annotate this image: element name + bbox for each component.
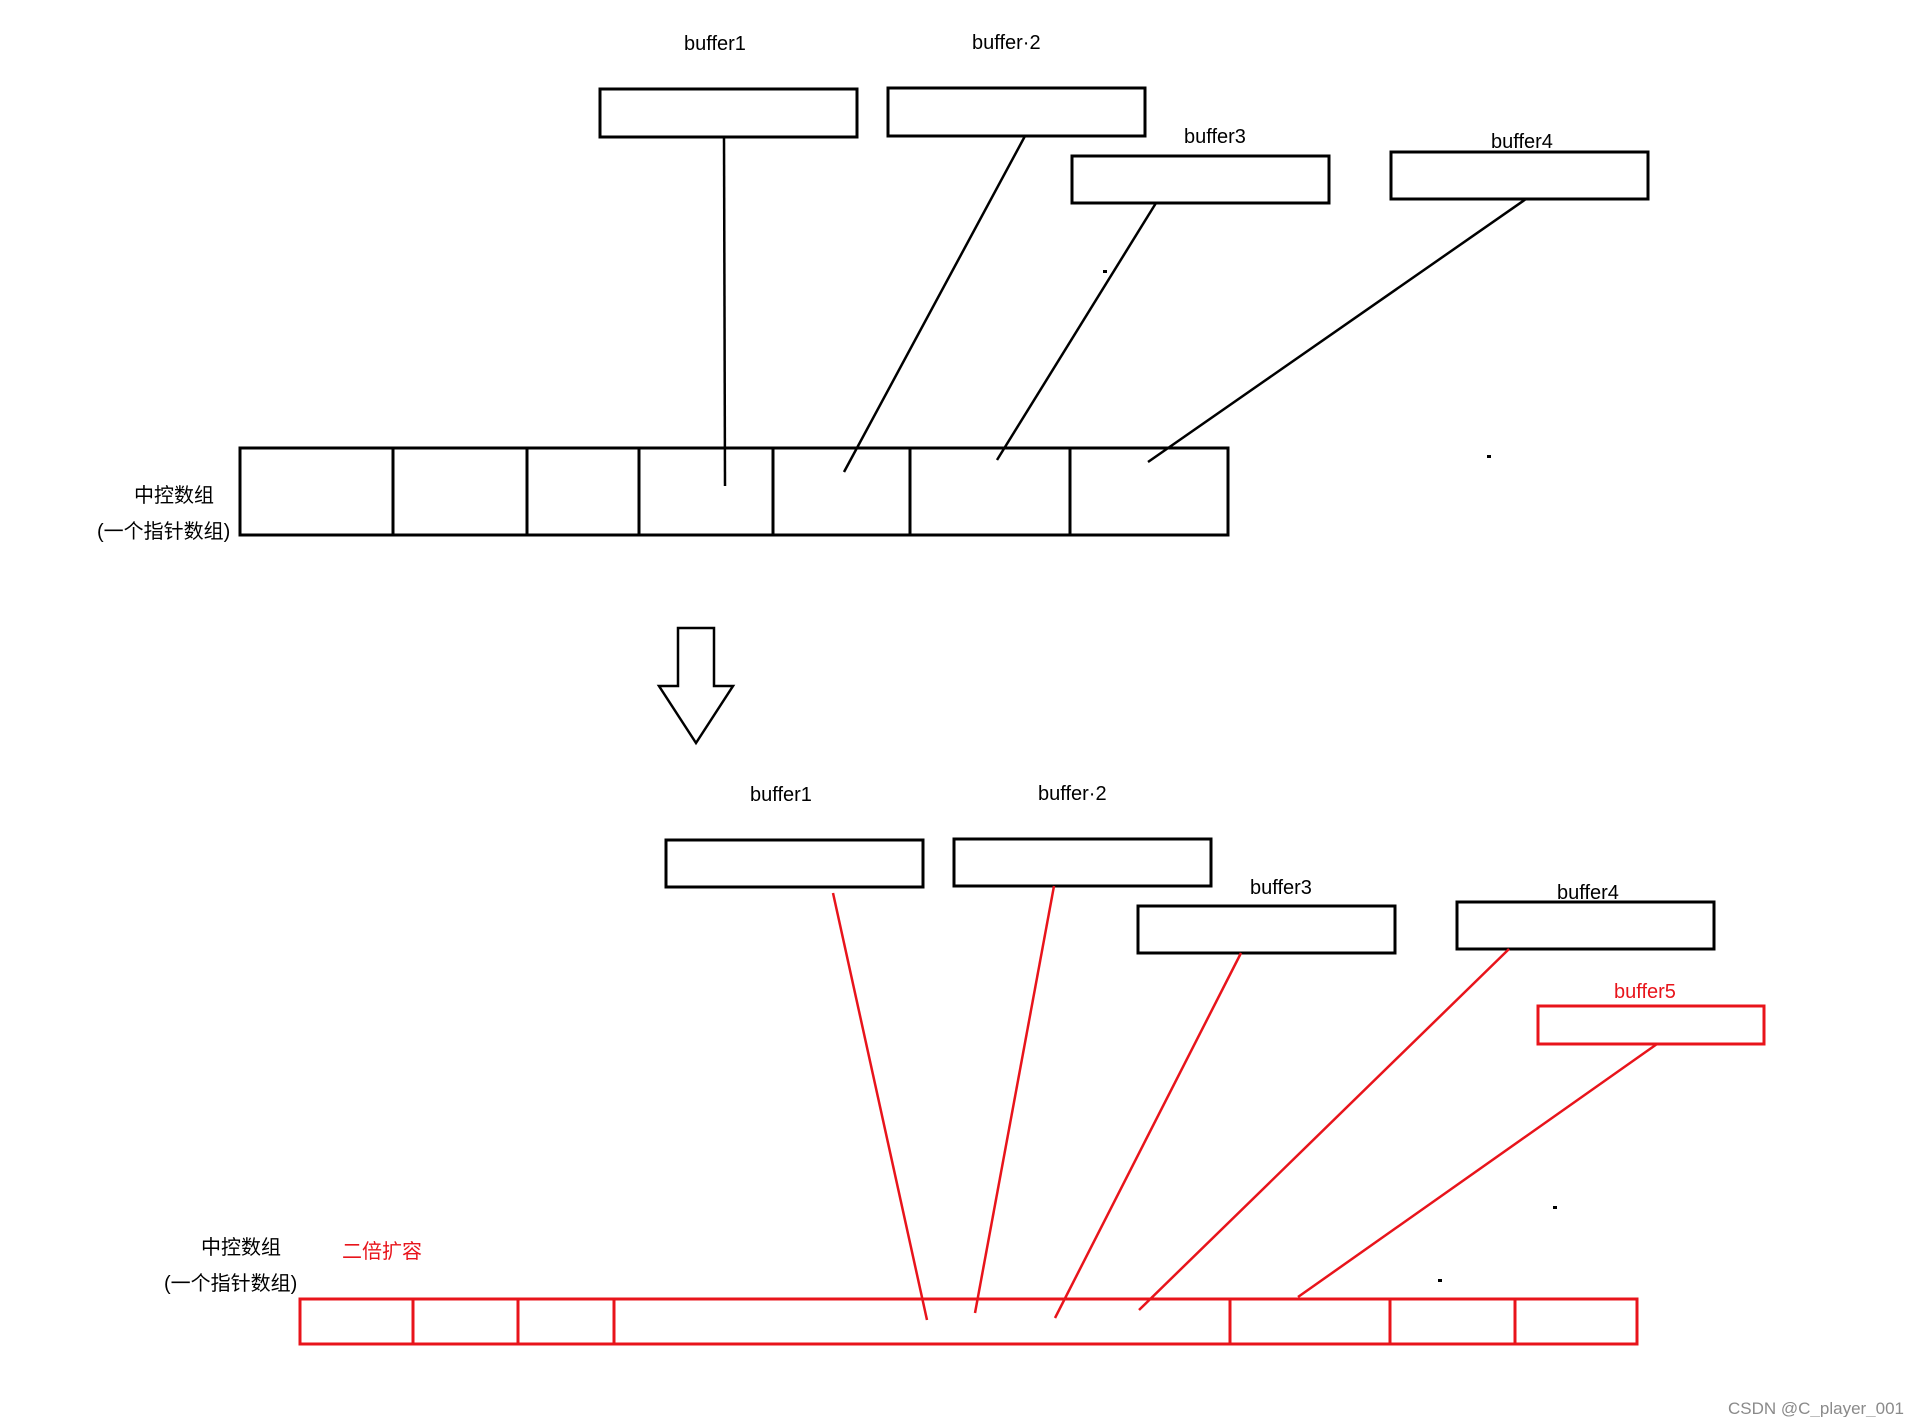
bottom-array-cell bbox=[1513, 1297, 1639, 1346]
bottom-buffer4-box bbox=[1455, 900, 1716, 951]
top-buffer1-label: buffer1 bbox=[684, 33, 746, 55]
top-array-label-line2: (一个指针数组) bbox=[97, 520, 230, 543]
bottom-array-cell bbox=[1228, 1297, 1392, 1346]
top-array-cell bbox=[771, 446, 912, 537]
bottom-buffer1-label: buffer1 bbox=[750, 784, 812, 806]
top-pointer-line-4 bbox=[1147, 197, 1527, 464]
bottom-array-cell bbox=[1388, 1297, 1517, 1346]
top-pointer-line-1 bbox=[722, 136, 727, 487]
bottom-array-cell bbox=[298, 1297, 415, 1346]
bottom-array-label-line2: (一个指针数组) bbox=[164, 1272, 297, 1295]
expand-note: 二倍扩容 bbox=[342, 1240, 422, 1263]
bottom-buffer3-label: buffer3 bbox=[1250, 877, 1312, 899]
bottom-buffer2-box bbox=[952, 837, 1213, 888]
top-buffer4-box bbox=[1389, 150, 1650, 201]
bottom-buffer5-box bbox=[1536, 1004, 1766, 1046]
top-array-cell bbox=[525, 446, 641, 537]
top-buffer3-label: buffer3 bbox=[1184, 126, 1246, 148]
bottom-buffer1-box bbox=[664, 838, 925, 889]
bottom-pointer-line-2 bbox=[973, 885, 1056, 1314]
top-buffer4-label: buffer4 bbox=[1491, 131, 1553, 153]
top-pointer-line-3 bbox=[995, 202, 1158, 461]
bottom-array-label-line1: 中控数组 bbox=[201, 1236, 281, 1259]
top-buffer2-box bbox=[886, 86, 1147, 138]
top-pointer-array bbox=[238, 446, 1230, 537]
bottom-pointer-line-4 bbox=[1138, 948, 1510, 1311]
bottom-array-cell bbox=[516, 1297, 616, 1346]
watermark: CSDN @C_player_001 bbox=[1728, 1399, 1904, 1417]
top-array-cell bbox=[637, 446, 775, 537]
bottom-stray-dot-2 bbox=[1438, 1279, 1442, 1282]
top-array-cell bbox=[1068, 446, 1230, 537]
top-array-cell bbox=[908, 446, 1072, 537]
top-pointer-line-2 bbox=[842, 135, 1027, 473]
bottom-stray-dot-1 bbox=[1553, 1206, 1557, 1209]
top-buffer2-label: buffer·2 bbox=[972, 32, 1041, 54]
top-section: buffer1 buffer·2 buffer3 buffer4 中控数组 (一… bbox=[97, 32, 1650, 543]
top-buffer1-box bbox=[598, 87, 859, 139]
bottom-array-cell bbox=[411, 1297, 520, 1346]
top-stray-dot-1 bbox=[1103, 270, 1107, 273]
bottom-section: buffer1 buffer·2 buffer3 buffer4 buffer5 bbox=[164, 783, 1766, 1346]
top-array-cell bbox=[391, 446, 529, 537]
bottom-pointer-line-1 bbox=[831, 892, 929, 1321]
bottom-buffer5-label: buffer5 bbox=[1614, 981, 1676, 1003]
bottom-buffer2-label: buffer·2 bbox=[1038, 783, 1107, 805]
down-arrow-icon bbox=[656, 626, 736, 746]
bottom-buffer4-label: buffer4 bbox=[1557, 882, 1619, 904]
bottom-pointer-line-3 bbox=[1053, 952, 1243, 1319]
bottom-pointer-line-5 bbox=[1297, 1042, 1658, 1299]
top-array-cell bbox=[238, 446, 395, 537]
bottom-buffer3-box bbox=[1136, 904, 1397, 955]
bottom-array-cell bbox=[612, 1297, 1232, 1346]
top-stray-dot-2 bbox=[1487, 455, 1491, 458]
bottom-pointer-array bbox=[298, 1297, 1639, 1346]
top-buffer3-box bbox=[1070, 154, 1331, 205]
top-array-label-line1: 中控数组 bbox=[134, 484, 214, 507]
